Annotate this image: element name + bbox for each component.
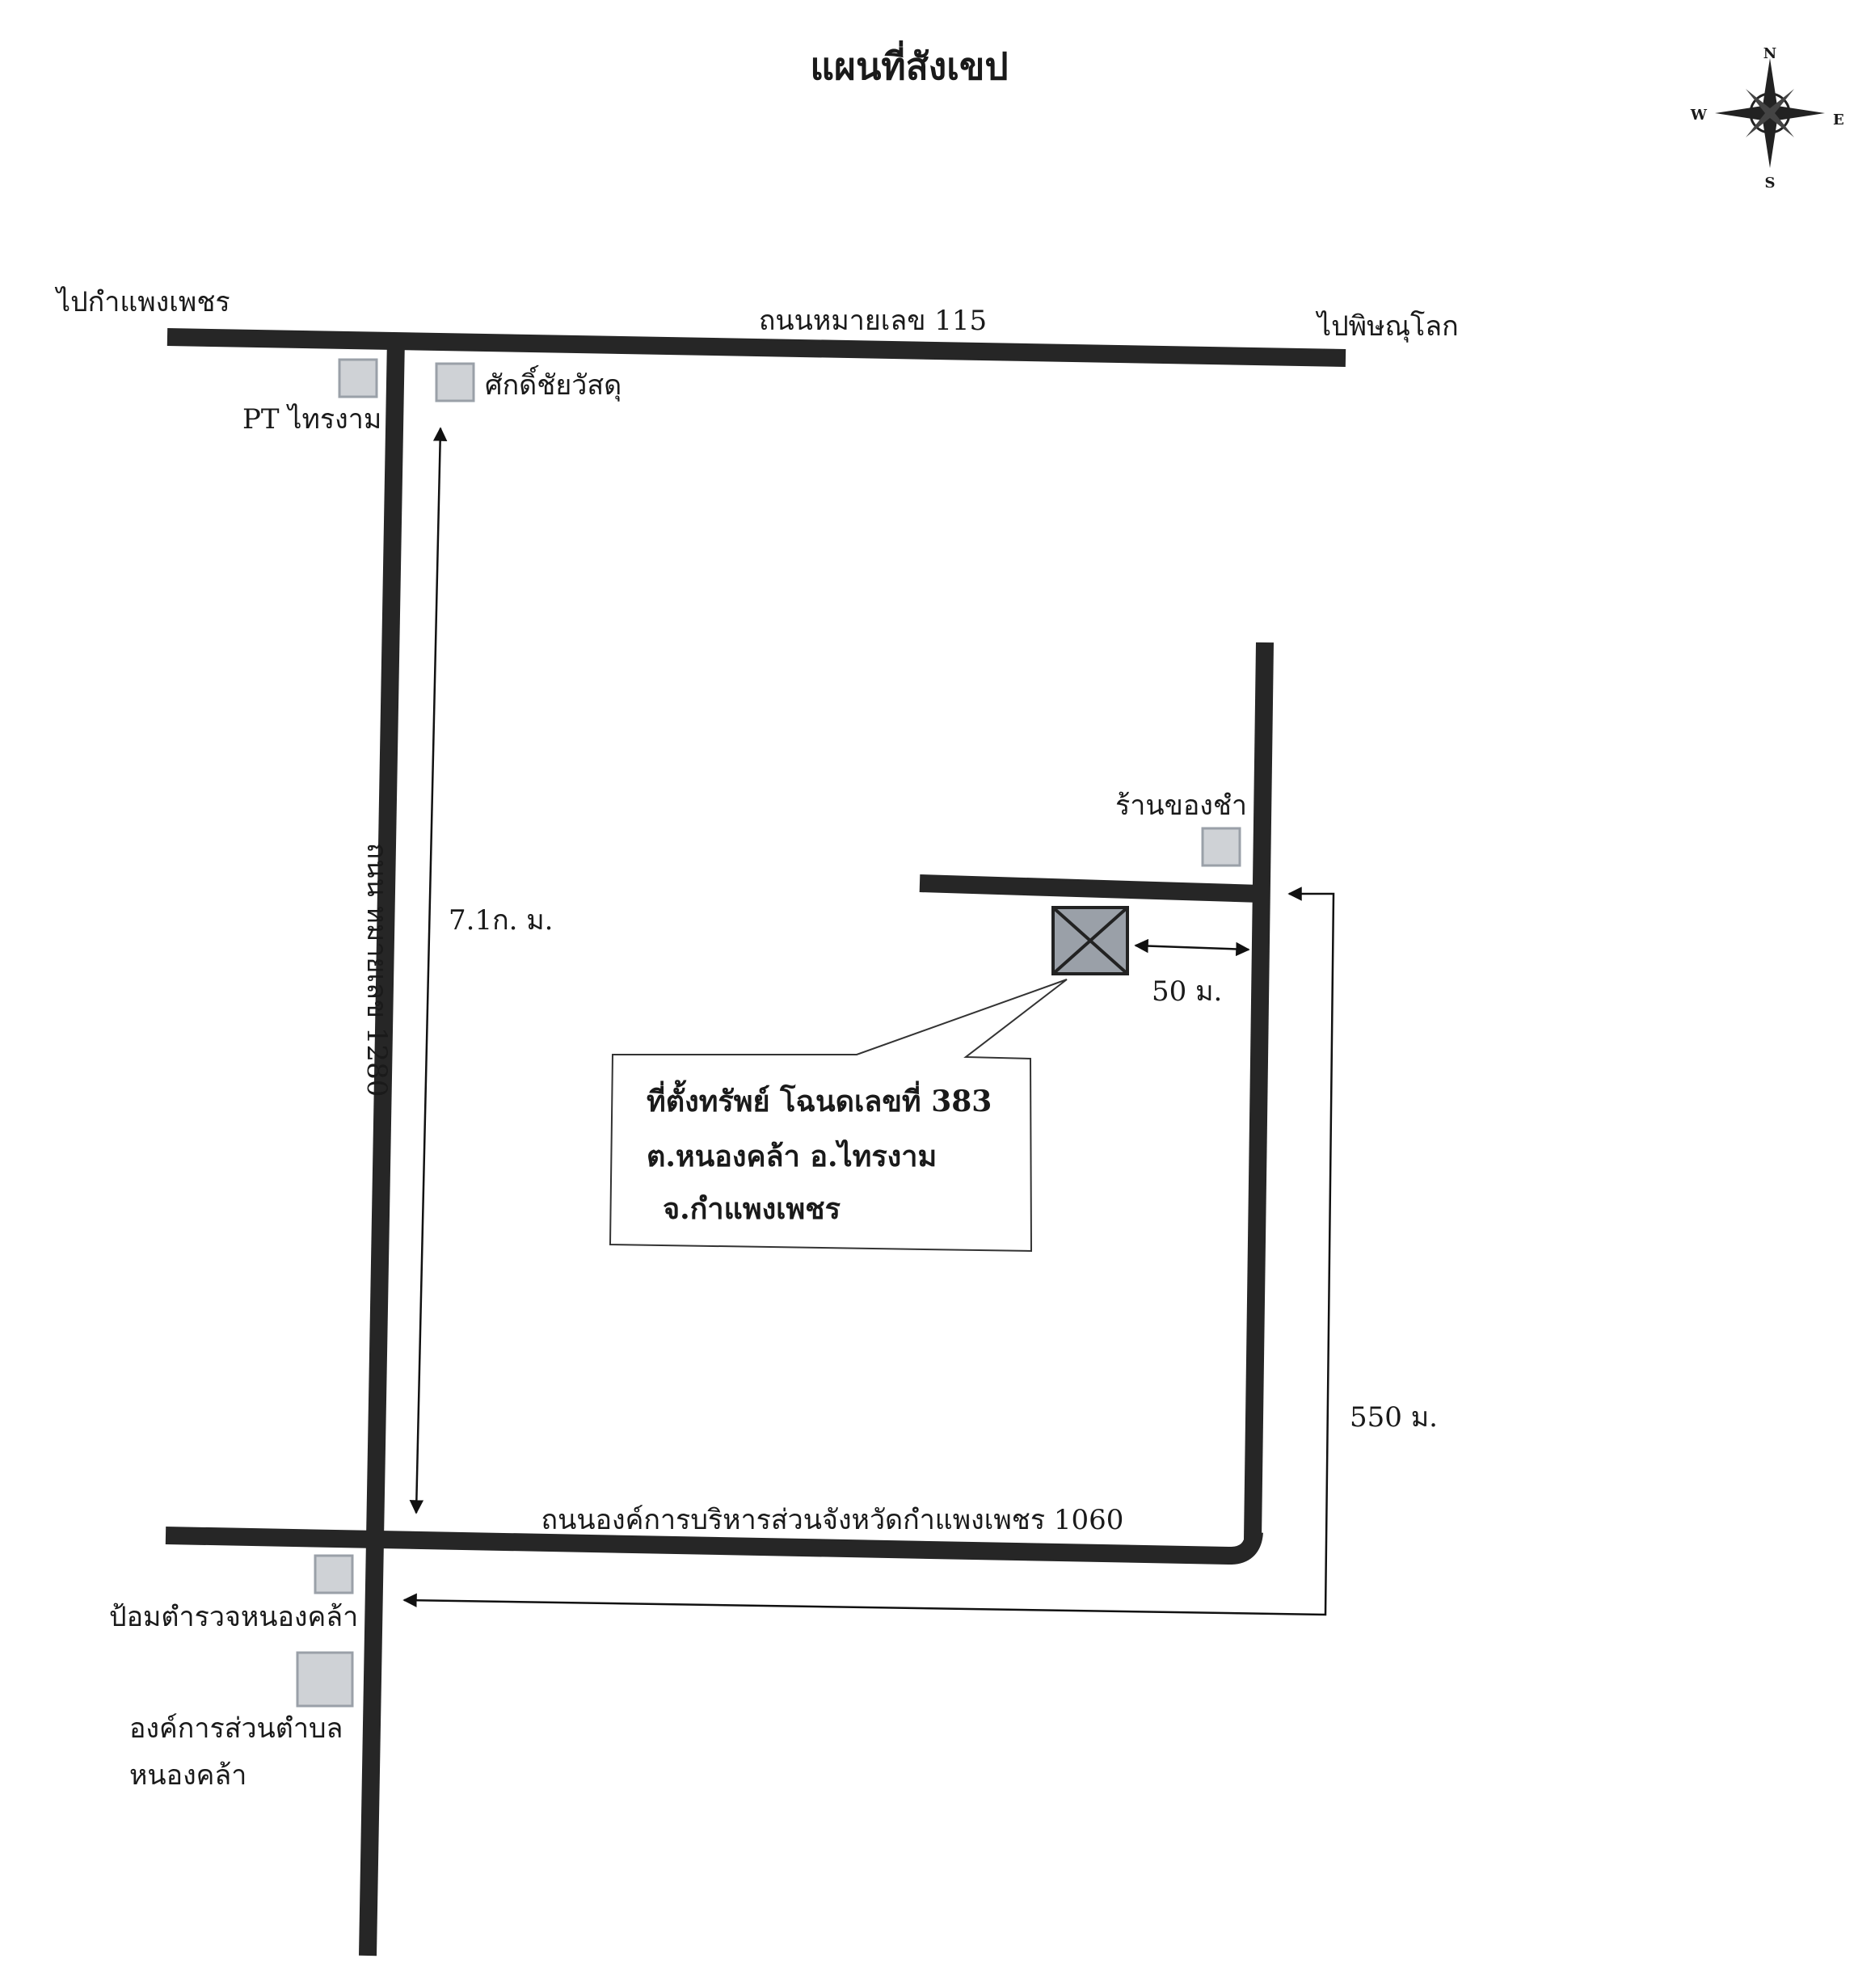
compass-rose-icon: N S E W xyxy=(1690,45,1844,192)
to-kamphaeng-phet-label: ไปกำแพงเพชร xyxy=(54,286,230,318)
compass-west-label: W xyxy=(1690,107,1708,124)
property-line1: ที่ตั้งทรัพย์ โฉนดเลขที่ 383 xyxy=(647,1080,992,1118)
road-1280-label: ถนน หมายเลข 1280 xyxy=(360,843,393,1097)
police-box-marker xyxy=(314,1554,354,1594)
map-title: แผนที่สังเขป xyxy=(810,40,1008,88)
property-line3: จ.กำแพงเพชร xyxy=(663,1192,841,1226)
distance-50m-label: 50 ม. xyxy=(1152,975,1222,1008)
to-phitsanulok-label: ไปพิษณุโลก xyxy=(1315,310,1459,343)
grocery-label: ร้านของชำ xyxy=(1115,790,1247,822)
distance-arrow-7km xyxy=(409,427,448,1514)
side-road-vertical xyxy=(1244,642,1274,1540)
property-line2: ต.หนองคล้า อ.ไทรงาม xyxy=(647,1139,937,1173)
grocery-marker xyxy=(1201,827,1241,867)
pt-station-label: PT ไทรงาม xyxy=(242,403,381,436)
tao-label-line1: องค์การส่วนตำบล xyxy=(129,1712,343,1745)
highway-115-label: ถนนหมายเลข 115 xyxy=(759,305,987,337)
tao-label-line2: หนองคล้า xyxy=(129,1759,246,1792)
distance-550m-label: 550 ม. xyxy=(1350,1401,1438,1434)
distance-7km-label: 7.1ก. ม. xyxy=(449,904,554,937)
distance-route-550m xyxy=(402,887,1335,1616)
compass-east-label: E xyxy=(1833,112,1844,128)
road-1280 xyxy=(359,336,405,1956)
police-box-label: ป้อมตำรวจหนองคล้า xyxy=(109,1601,358,1633)
sakchai-marker xyxy=(435,362,475,402)
highway-115-road xyxy=(166,328,1346,367)
pt-station-marker xyxy=(338,358,378,398)
side-road-branch xyxy=(919,874,1262,903)
sakchai-label: ศักดิ์ชัยวัสดุ xyxy=(485,364,621,402)
property-marker xyxy=(1051,906,1129,975)
distance-arrow-50m xyxy=(1134,938,1250,957)
compass-north-label: N xyxy=(1763,45,1776,62)
compass-south-label: S xyxy=(1765,175,1776,192)
tao-marker xyxy=(296,1651,354,1708)
road-1060-label: ถนนองค์การบริหารส่วนจังหวัดกำแพงเพชร 106… xyxy=(541,1504,1124,1536)
